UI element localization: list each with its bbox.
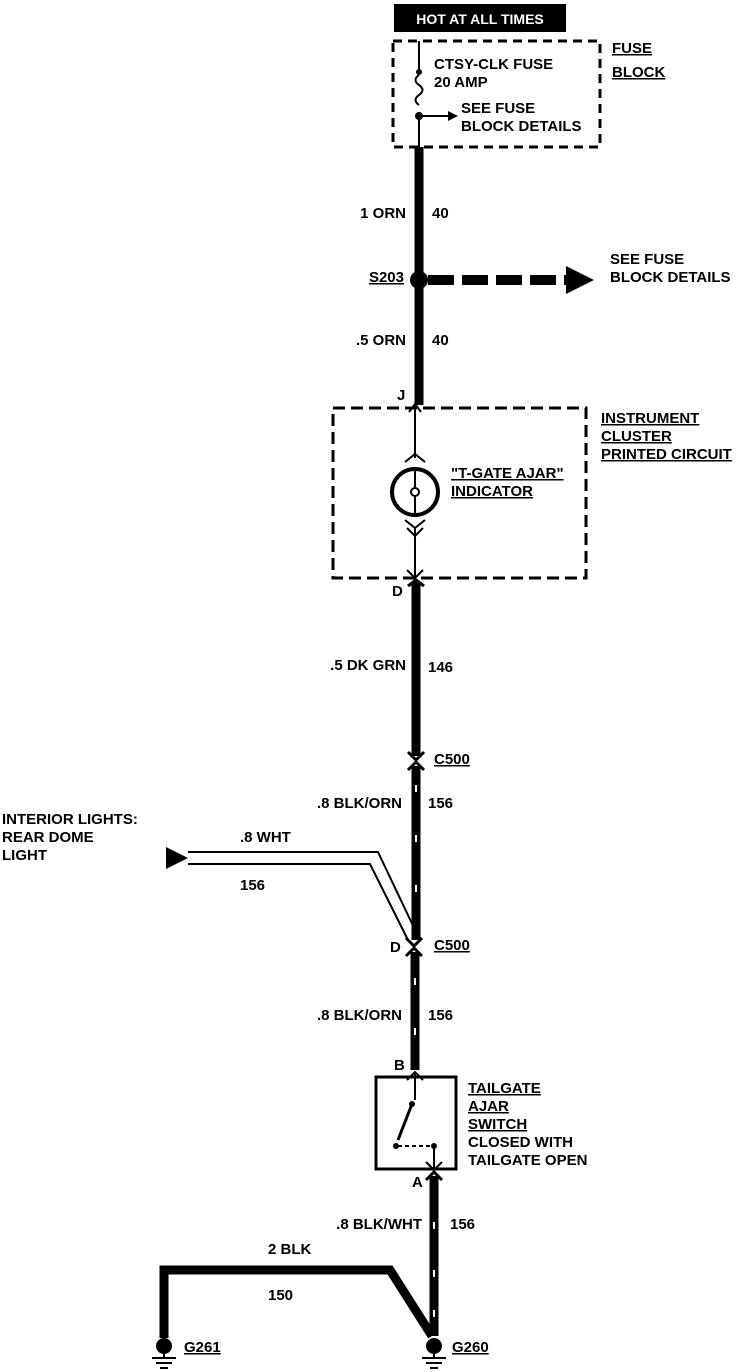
connector2-id: C500 <box>434 937 470 954</box>
ground-icon <box>152 1338 176 1369</box>
connector-c500-icon <box>406 750 426 772</box>
fuse-see-details-1: SEE FUSE <box>461 100 535 117</box>
hot-at-all-times-label: HOT AT ALL TIMES <box>416 11 544 27</box>
fuse-block-box <box>391 39 602 149</box>
wire5-circuit: 156 <box>428 1007 453 1024</box>
wire1-circuit: 40 <box>432 205 449 222</box>
wire4-circuit: 156 <box>428 795 453 812</box>
connector-cap <box>424 1169 444 1182</box>
indicator-lamp-icon <box>390 467 440 517</box>
indicator-label-1: "T-GATE AJAR" <box>451 465 564 482</box>
wire1-gauge-color: 1 ORN <box>360 205 406 222</box>
fuse-see-details-2: BLOCK DETAILS <box>461 118 582 135</box>
interior-lights-label-2: REAR DOME <box>2 829 94 846</box>
indicator-label-2: INDICATOR <box>451 483 533 500</box>
splice-dot <box>410 271 428 289</box>
interior-lights-label-1: INTERIOR LIGHTS: <box>2 811 138 828</box>
wire6-gauge-color: .8 BLK/WHT <box>336 1216 422 1233</box>
splice-see-details-1: SEE FUSE <box>610 251 684 268</box>
wire-blk-150 <box>159 1265 436 1339</box>
ground-g260: G260 <box>452 1339 489 1356</box>
cluster-pin-d: D <box>392 583 403 600</box>
cluster-title-2: CLUSTER <box>601 428 672 445</box>
switch-pin-b: B <box>394 1057 405 1074</box>
hot-at-all-times-box <box>394 4 566 32</box>
wire3-gauge-color: .5 DK GRN <box>330 657 406 674</box>
instrument-cluster-box <box>331 406 588 580</box>
switch-pin-a: A <box>412 1174 423 1191</box>
arrow-right-icon <box>566 266 594 294</box>
switch-label-2: AJAR <box>468 1098 509 1115</box>
connector1-id: C500 <box>434 751 470 768</box>
interior-wire-gauge-color: .8 WHT <box>240 829 291 846</box>
ground-g261: G261 <box>184 1339 221 1356</box>
connector-cap <box>407 578 425 588</box>
interior-lights-label-3: LIGHT <box>2 847 47 864</box>
connector2-pin: D <box>390 939 401 956</box>
ground-icon <box>422 1338 446 1369</box>
splice-id: S203 <box>369 269 404 286</box>
wire5-gauge-color: .8 BLK/ORN <box>317 1007 402 1024</box>
fuse-block-title-1: FUSE <box>612 40 652 57</box>
wire-wht-156 <box>188 851 417 941</box>
interior-wire-circuit: 156 <box>240 877 265 894</box>
wire2-circuit: 40 <box>432 332 449 349</box>
fuse-rating: 20 AMP <box>434 74 488 91</box>
wire7-gauge-color: 2 BLK <box>268 1241 312 1258</box>
wire6-circuit: 156 <box>450 1216 475 1233</box>
wire7-circuit: 150 <box>268 1287 293 1304</box>
splice-see-details-2: BLOCK DETAILS <box>610 269 731 286</box>
switch-icon <box>393 1070 443 1172</box>
wire4-gauge-color: .8 BLK/ORN <box>317 795 402 812</box>
switch-label-1: TAILGATE <box>468 1080 541 1097</box>
switch-label-5: TAILGATE OPEN <box>468 1152 587 1169</box>
arrow-left-icon <box>166 847 188 869</box>
wire2-gauge-color: .5 ORN <box>356 332 406 349</box>
fuse-name: CTSY-CLK FUSE <box>434 56 553 73</box>
switch-label-4: CLOSED WITH <box>468 1134 573 1151</box>
fuse-icon <box>414 41 424 147</box>
cluster-pin-j: J <box>397 387 405 404</box>
fuse-block-title-2: BLOCK <box>612 64 665 81</box>
cluster-internal-circuit <box>404 402 426 580</box>
cluster-title-3: PRINTED CIRCUIT <box>601 446 732 463</box>
arrow-right-icon <box>419 111 458 121</box>
switch-label-3: SWITCH <box>468 1116 527 1133</box>
wire3-circuit: 146 <box>428 659 453 676</box>
cluster-title-1: INSTRUMENT <box>601 410 699 427</box>
